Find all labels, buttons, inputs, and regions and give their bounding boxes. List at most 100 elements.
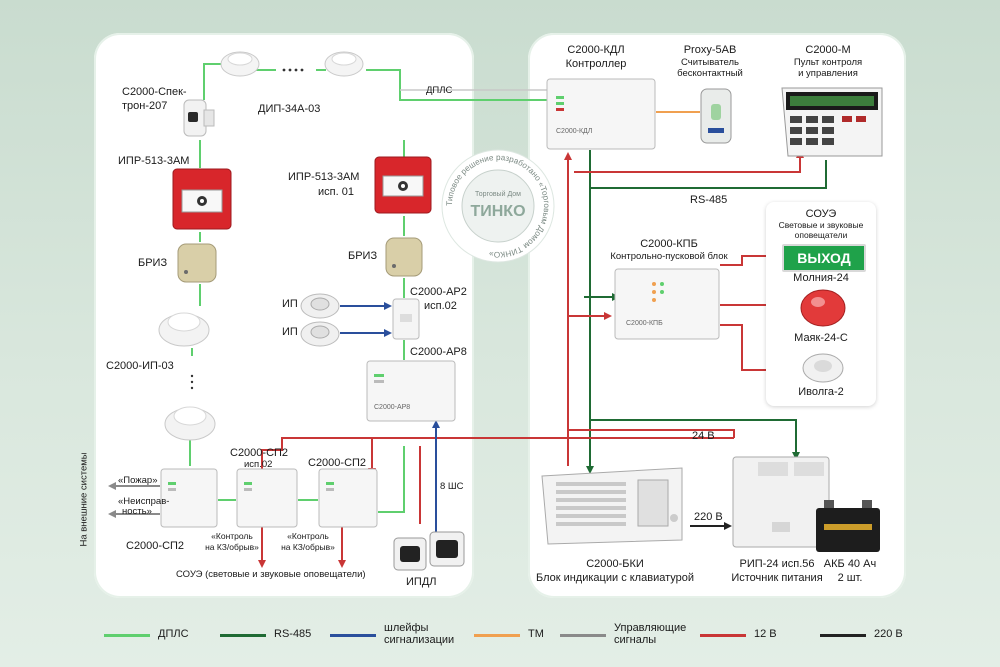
ipr-left-callpoint <box>172 168 232 230</box>
legend-swatch-2 <box>330 634 376 637</box>
legend-swatch-3 <box>474 634 520 637</box>
legend-label-2: шлейфы сигнализации <box>384 622 455 647</box>
m-title: С2000-М <box>805 44 851 56</box>
ipdl-beam-detectors <box>392 530 468 572</box>
ip03-detector-2 <box>164 400 216 442</box>
ctrl2-label-1: «Контроль <box>287 531 329 541</box>
legend-label-1: RS-485 <box>274 628 312 640</box>
sp2-right-module <box>318 468 378 528</box>
akb-subtitle: 2 шт. <box>837 572 863 584</box>
legend-swatch-1 <box>220 634 266 637</box>
v220-label: 220 В <box>694 511 723 523</box>
ap8-screen-label: С2000-АР8 <box>374 404 411 411</box>
briz-right-label: БРИЗ <box>348 250 378 262</box>
rip-power-supply <box>732 456 830 548</box>
kpb-screen-label: С2000-КПБ <box>626 320 663 327</box>
molniya-label: Молния-24 <box>793 272 849 284</box>
kpb-title: С2000-КПБ <box>640 238 698 250</box>
external-signal-arrows <box>108 482 116 518</box>
sp2-right-label: С2000-СП2 <box>308 457 367 469</box>
v220-arrow <box>724 522 732 530</box>
dip-label: ДИП-34А-03 <box>258 103 321 115</box>
fault-signal-label-2: ность» <box>122 506 152 517</box>
m-subtitle-2: и управления <box>798 68 858 79</box>
legend-swatch-5 <box>700 634 746 637</box>
soue-subtitle-1: Световые и звуковые <box>778 220 864 230</box>
sp2-mid-label-2: исп.02 <box>244 459 273 470</box>
ip03-detector <box>158 306 210 348</box>
kdl-controller: С2000-КДЛ <box>546 78 656 150</box>
ipr-right-callpoint <box>374 156 432 214</box>
watermark-brand: ТИНКО <box>470 203 525 220</box>
briz-left-label: БРИЗ <box>138 257 168 269</box>
ap2-label-2: исп.02 <box>424 300 457 312</box>
ap8-module: С2000-АР8 <box>366 360 456 422</box>
shs-label: 8 ШС <box>440 481 464 492</box>
legend-label-3: ТМ <box>528 628 544 640</box>
ip-top-detector <box>300 290 340 320</box>
akb-battery <box>814 496 882 554</box>
sp2-left-label: С2000-СП2 <box>126 540 185 552</box>
legend-swatch-0 <box>104 634 150 637</box>
akb-title: АКБ 40 Ач <box>823 558 877 570</box>
dpls-lines <box>189 63 548 513</box>
sp2-mid-label-1: С2000-СП2 <box>230 447 289 459</box>
spektron-label-1: С2000-Спек- <box>122 86 187 98</box>
mayak-label: Маяк-24-С <box>794 332 848 344</box>
watermark-sub: Торговый Дом <box>475 190 521 198</box>
spektron-label-2: трон-207 <box>122 100 168 112</box>
bki-indicator <box>540 466 684 546</box>
proxy-title: Proxy-5АВ <box>683 44 737 56</box>
ip-bottom-label: ИП <box>282 326 298 338</box>
ipr-right-label-2: исп. 01 <box>318 186 354 198</box>
m-console <box>780 84 884 160</box>
ap2-label-1: С2000-АР2 <box>410 286 467 298</box>
fire-signal-label: «Пожар» <box>118 475 158 486</box>
v12-lines <box>261 158 801 560</box>
exit-sign: ВЫХОД <box>782 244 866 272</box>
ip03-label: С2000-ИП-03 <box>106 360 174 372</box>
dip-detector-2 <box>324 48 364 78</box>
fault-signal-label-1: «Неисправ- <box>118 496 170 507</box>
proxy-reader <box>700 88 732 144</box>
loop-arrows <box>384 302 440 428</box>
soue-title: СОУЭ <box>805 208 837 220</box>
ctrl1-label-2: на КЗ/обрыв» <box>205 542 259 552</box>
dip-detector-1 <box>220 48 260 78</box>
kdl-subtitle: Контроллер <box>565 58 627 70</box>
kdl-screen-label: С2000-КДЛ <box>556 128 593 135</box>
bki-subtitle: Блок индикации с клавиатурой <box>535 572 695 584</box>
dpls-wire-label: ДПЛС <box>426 85 453 96</box>
soue-subtitle-2: оповещатели <box>794 230 848 240</box>
kpb-subtitle: Контрольно-пусковой блок <box>610 251 728 262</box>
rip-subtitle: Источник питания <box>731 572 823 584</box>
ap2-module <box>392 298 420 340</box>
tinko-watermark: Типовое решение разработано «Торговым До… <box>440 148 556 264</box>
spektron-detector <box>178 98 218 140</box>
legend-swatch-6 <box>820 634 866 637</box>
proxy-subtitle-2: бесконтактный <box>677 68 743 79</box>
external-signal-lines <box>116 485 160 515</box>
briz-right-module <box>384 236 424 278</box>
ctrl2-label-2: на КЗ/обрыв» <box>281 542 335 552</box>
ivolga-label: Иволга-2 <box>798 386 844 398</box>
ivolga-siren <box>802 352 844 384</box>
ipr-left-label: ИПР-513-3АМ <box>118 155 190 167</box>
briz-left-module <box>176 242 218 284</box>
m-subtitle-1: Пульт контроля <box>793 57 863 68</box>
kpb-block: С2000-КПБ <box>614 268 720 340</box>
soue-left-label: СОУЭ (световые и звуковые оповещатели) <box>176 569 366 580</box>
ip-bottom-detector <box>300 318 340 348</box>
bki-title: С2000-БКИ <box>586 558 644 570</box>
legend-swatch-4 <box>560 634 606 637</box>
external-systems-label: На внешние системы <box>78 452 90 547</box>
mayak-beacon <box>800 288 846 328</box>
kdl-title: С2000-КДЛ <box>567 44 625 56</box>
ip-top-label: ИП <box>282 298 298 310</box>
rs485-label: RS-485 <box>690 194 728 206</box>
ipdl-label: ИПДЛ <box>406 576 437 588</box>
rs485-lines <box>584 150 827 466</box>
sp2-mid-module <box>236 468 298 528</box>
